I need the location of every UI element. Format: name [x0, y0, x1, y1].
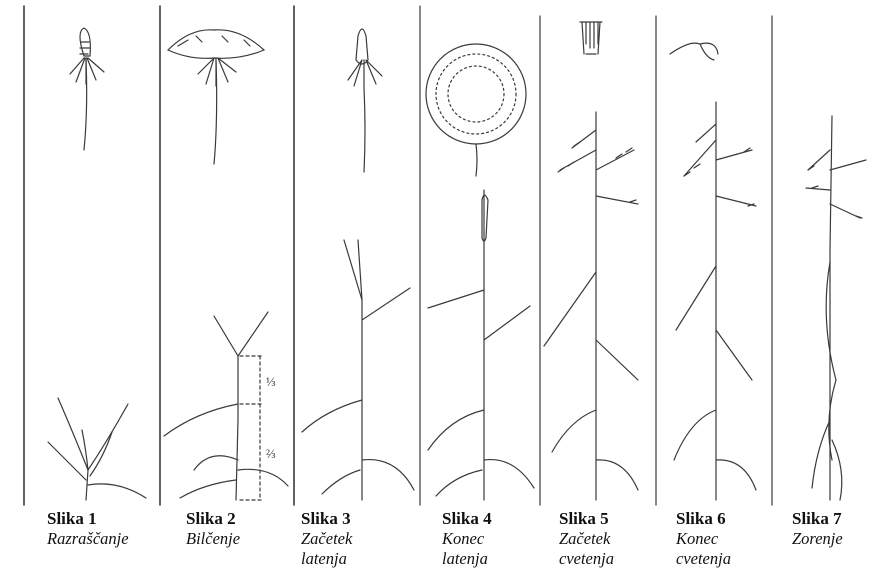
stage-description: Začetek latenja	[301, 529, 391, 569]
stage-caption-7: Slika 7 Zorenje	[792, 509, 843, 549]
stage-title: Slika 4	[442, 509, 522, 529]
stage-title: Slika 6	[676, 509, 766, 529]
stage-description: Bilčenje	[186, 529, 240, 549]
stage-7-plant	[806, 116, 866, 500]
stage-title: Slika 3	[301, 509, 391, 529]
stage-3-plant	[302, 29, 414, 500]
stage-description: Konec cvetenja	[676, 529, 766, 569]
stage-caption-4: Slika 4 Konec latenja	[442, 509, 522, 569]
stage-title: Slika 1	[47, 509, 129, 529]
stage-1-plant	[48, 28, 146, 500]
fraction-upper-label: ⅓	[266, 374, 276, 389]
stage-title: Slika 7	[792, 509, 843, 529]
stage-5-plant	[544, 22, 638, 500]
stage-caption-6: Slika 6 Konec cvetenja	[676, 509, 766, 569]
stage-title: Slika 2	[186, 509, 240, 529]
fraction-lower-label: ⅔	[266, 446, 276, 461]
stage-description: Konec latenja	[442, 529, 522, 569]
stage-2-plant	[164, 30, 288, 500]
stage-4-plant	[426, 44, 534, 500]
stage-caption-2: Slika 2 Bilčenje	[186, 509, 240, 549]
stage-description: Zorenje	[792, 529, 843, 549]
stage-description: Začetek cvetenja	[559, 529, 649, 569]
stage-title: Slika 5	[559, 509, 649, 529]
stage-caption-1: Slika 1 Razraščanje	[47, 509, 129, 549]
stage-caption-3: Slika 3 Začetek latenja	[301, 509, 391, 569]
stage-6-plant	[670, 43, 756, 500]
stage-description: Razraščanje	[47, 529, 129, 549]
stage-caption-5: Slika 5 Začetek cvetenja	[559, 509, 649, 569]
